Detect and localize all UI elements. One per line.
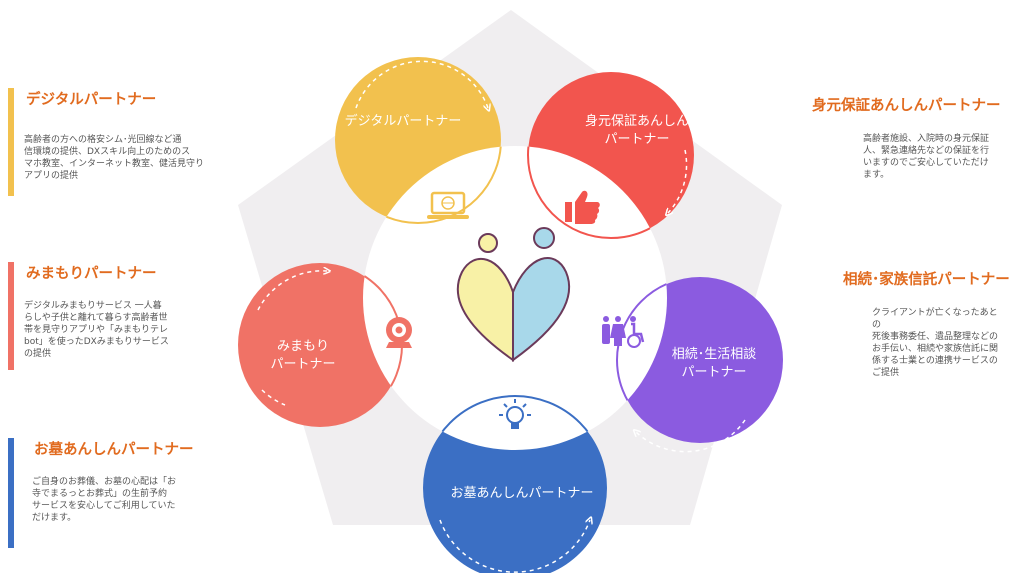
- left-item-bar: [8, 88, 14, 196]
- right-item-desc: クライアントが亡くなったあとの死後事務委任、遺品整理などのお手伝い、相続や家族信…: [872, 308, 999, 378]
- right-item-souzoku: 相続･家族信託パートナー クライアントが亡くなったあとの死後事務委任、遺品整理な…: [800, 268, 1010, 379]
- left-item-digital: デジタルパートナー 高齢者の方への格安シム･光回線など通信環境の提供、DXスキル…: [8, 88, 213, 196]
- family-icon: [602, 316, 645, 348]
- left-item-bar: [8, 262, 14, 370]
- left-item-mimamori: みまもりパートナー デジタルみまもりサービス 一人暮らしや子供と離れて暮らす高齢…: [8, 262, 213, 370]
- right-item-desc: 高齢者施設、入院時の身元保証人、緊急連絡先などの保証を行いますのでご安心していた…: [863, 134, 990, 180]
- petal-label: パートナー: [681, 365, 746, 380]
- petal-label: 相続･生活相談: [672, 346, 757, 362]
- lightbulb-icon: [499, 399, 531, 429]
- petal-label: デジタルパートナー: [345, 113, 462, 129]
- left-item-ohaka: お墓あんしんパートナー ご自身のお葬儀、お墓の心配は「お寺でまるっとお葬式」の生…: [8, 438, 213, 548]
- heart-people-icon: [456, 227, 571, 362]
- left-item-desc: 高齢者の方への格安シム･光回線など通信環境の提供、DXスキル向上のためのスマホ教…: [24, 135, 205, 181]
- right-item-mimoto: 身元保証あんしんパートナー 高齢者施設、入院時の身元保証人、緊急連絡先などの保証…: [800, 94, 1005, 181]
- right-item-title: 相続･家族信託パートナー: [843, 272, 1010, 288]
- petal-label: みまもり: [277, 339, 329, 354]
- left-item-bar: [8, 438, 14, 548]
- left-item-title: お墓あんしんパートナー: [34, 442, 194, 458]
- right-item-title: 身元保証あんしんパートナー: [812, 98, 1001, 114]
- left-item-desc: デジタルみまもりサービス 一人暮らしや子供と離れて暮らす高齢者世帯を見守りアプリ…: [24, 301, 169, 359]
- petal-label: 身元保証あんしん: [585, 113, 689, 129]
- left-item-title: デジタルパートナー: [26, 92, 157, 108]
- petal-label: パートナー: [270, 357, 335, 372]
- thumbs-up-icon: [565, 190, 600, 224]
- left-item-desc: ご自身のお葬儀、お墓の心配は「お寺でまるっとお葬式」の生前予約サービスを安心して…: [32, 477, 177, 523]
- left-item-title: みまもりパートナー: [26, 266, 157, 282]
- webcam-icon: [386, 317, 412, 348]
- laptop-icon: [427, 191, 469, 219]
- petal-label: パートナー: [604, 132, 669, 147]
- petal-mimamori[interactable]: みまもり パートナー: [238, 263, 402, 427]
- petal-label: お墓あんしんパートナー: [450, 486, 593, 501]
